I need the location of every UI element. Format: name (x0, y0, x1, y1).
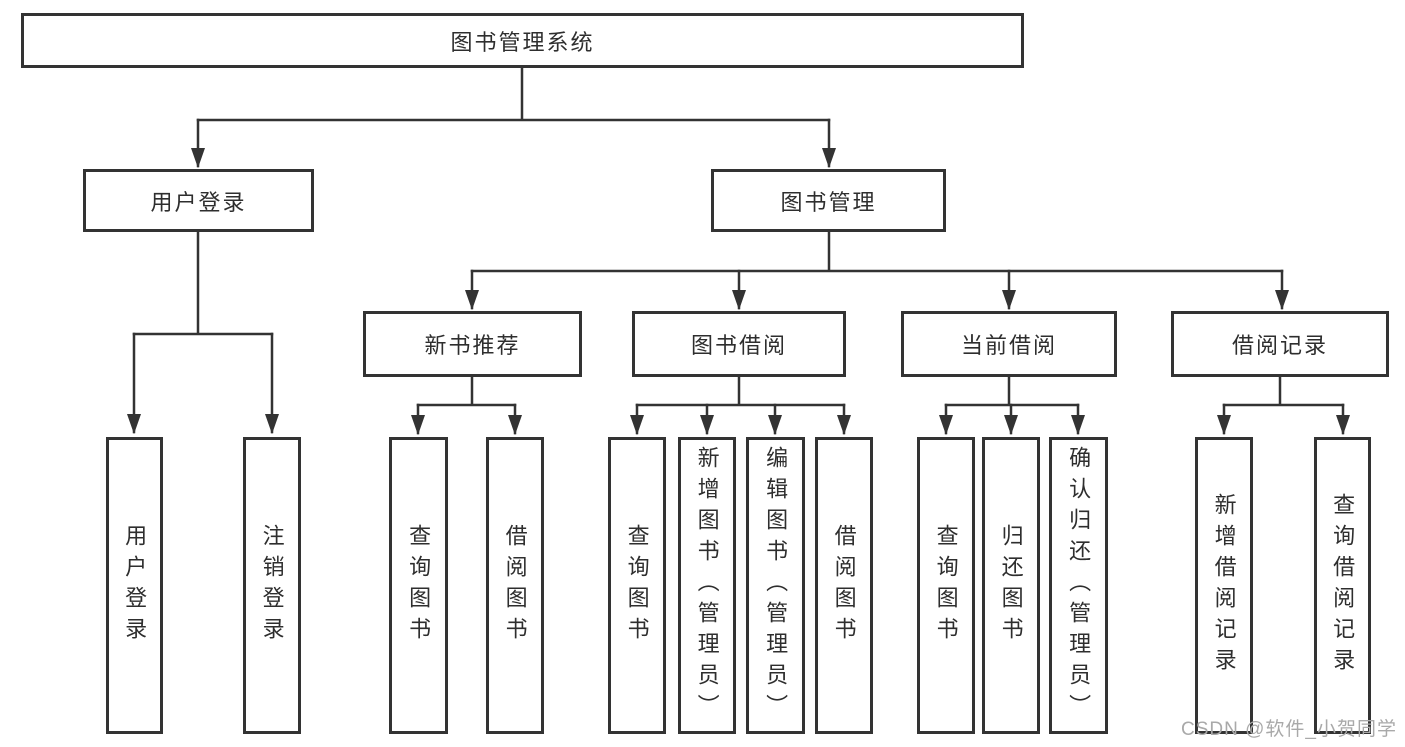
leaf-label: 注销登录 (259, 523, 285, 648)
leaf-query-books-recommend: 查询图书 (389, 437, 448, 734)
leaf-label: 确认归还（管理员） (1066, 446, 1092, 725)
leaf-label: 借阅图书 (831, 523, 857, 648)
leaf-confirm-return-admin: 确认归还（管理员） (1049, 437, 1108, 734)
leaf-query-books-current: 查询图书 (917, 437, 975, 734)
leaf-query-borrow-record: 查询借阅记录 (1314, 437, 1371, 734)
leaf-user-login: 用户登录 (106, 437, 163, 734)
node-current-borrowing: 当前借阅 (901, 311, 1117, 377)
leaf-logout: 注销登录 (243, 437, 301, 734)
leaf-query-books-borrowing: 查询图书 (608, 437, 666, 734)
node-user-login: 用户登录 (83, 169, 314, 232)
node-book-borrowing: 图书借阅 (632, 311, 846, 377)
node-new-book-recommendation: 新书推荐 (363, 311, 582, 377)
leaf-add-borrow-record: 新增借阅记录 (1195, 437, 1253, 734)
leaf-label: 用户登录 (122, 523, 148, 648)
leaf-label: 查询借阅记录 (1330, 492, 1356, 679)
node-book-management: 图书管理 (711, 169, 946, 232)
node-library-management-system: 图书管理系统 (21, 13, 1024, 68)
leaf-borrow-books: 借阅图书 (815, 437, 873, 734)
leaf-add-books-admin: 新增图书（管理员） (678, 437, 736, 734)
leaf-return-books: 归还图书 (982, 437, 1040, 734)
leaf-label: 编辑图书（管理员） (763, 446, 789, 725)
leaf-label: 查询图书 (406, 523, 432, 648)
leaf-label: 查询图书 (624, 523, 650, 648)
leaf-label: 新增图书（管理员） (694, 446, 720, 725)
leaf-edit-books-admin: 编辑图书（管理员） (746, 437, 805, 734)
leaf-label: 归还图书 (998, 523, 1024, 648)
leaf-label: 借阅图书 (502, 523, 528, 648)
node-borrowing-records: 借阅记录 (1171, 311, 1389, 377)
csdn-watermark: CSDN @软件_小贺同学 (1181, 719, 1397, 740)
leaf-label: 新增借阅记录 (1211, 492, 1237, 679)
leaf-label: 查询图书 (933, 523, 959, 648)
leaf-borrow-books-recommend: 借阅图书 (486, 437, 544, 734)
